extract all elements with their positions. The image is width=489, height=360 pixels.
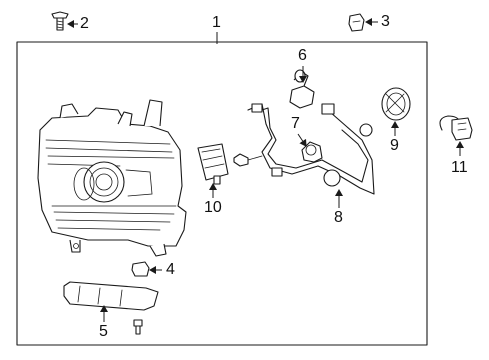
part-9-socket-cover xyxy=(381,87,411,121)
part-10-control-module xyxy=(197,143,263,185)
part-5-bracket xyxy=(63,281,159,335)
part-4-clip xyxy=(131,261,150,277)
callout-8: 8 xyxy=(334,209,343,226)
callout-9: 9 xyxy=(390,137,399,154)
callout-3: 3 xyxy=(381,13,390,30)
part-2-screw xyxy=(51,11,69,31)
callout-5: 5 xyxy=(99,323,108,340)
leader-7 xyxy=(297,133,307,147)
callout-4: 4 xyxy=(166,261,175,278)
part-8-wiring-harness xyxy=(247,103,375,195)
callout-10: 10 xyxy=(204,199,222,216)
callout-1: 1 xyxy=(212,14,221,31)
part-6-bulb xyxy=(289,69,315,109)
callout-7: 7 xyxy=(291,115,300,132)
assembly-frame xyxy=(16,41,428,346)
callout-2: 2 xyxy=(80,15,89,32)
callout-11: 11 xyxy=(451,159,468,176)
headlamp-housing-drawing xyxy=(37,99,187,257)
callout-6: 6 xyxy=(298,47,307,64)
part-3-clip-nut xyxy=(348,13,365,32)
part-7-bulb xyxy=(301,141,323,163)
part-11-connector xyxy=(439,115,473,141)
